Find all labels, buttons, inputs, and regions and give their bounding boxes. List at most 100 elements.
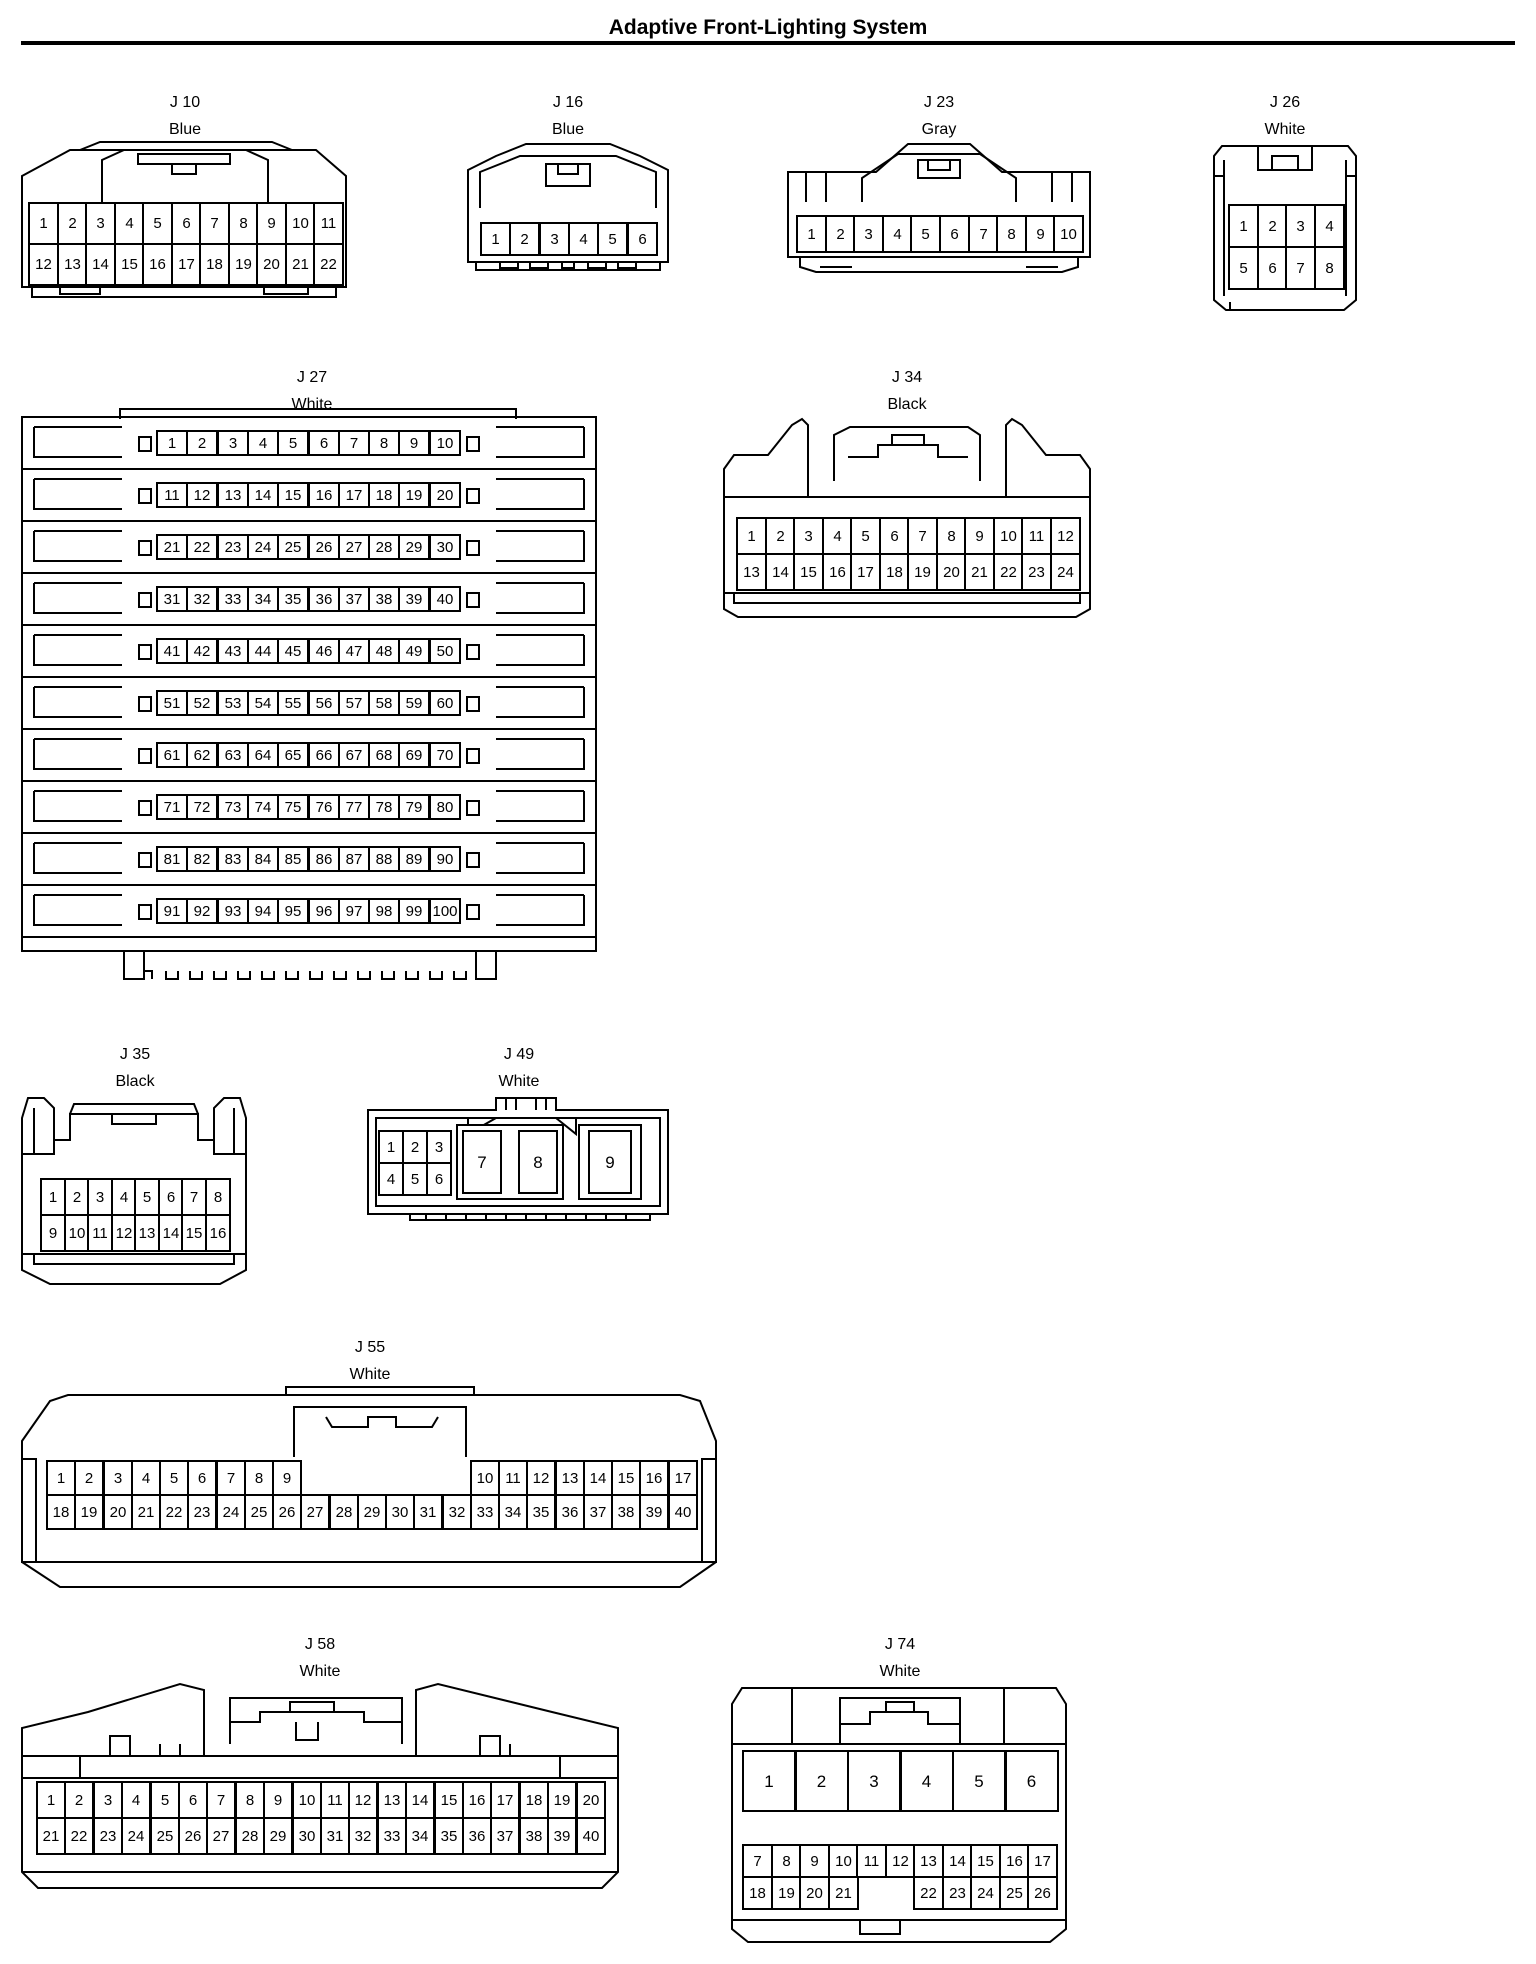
pin-cavity: 86 bbox=[308, 846, 340, 872]
pin-cavity: 63 bbox=[217, 742, 249, 768]
pin-cavity: 3 bbox=[847, 1750, 901, 1812]
pin-cavity: 25 bbox=[244, 1494, 274, 1530]
pin-cavity: 7 bbox=[216, 1460, 246, 1496]
connector-name: J 27 bbox=[296, 369, 328, 386]
pin-cavity: 19 bbox=[74, 1494, 104, 1530]
connector-housing bbox=[730, 1684, 1070, 1949]
pin-cavity: 1 bbox=[480, 222, 511, 256]
pin-cavity: 89 bbox=[398, 846, 430, 872]
pin-cavity: 15 bbox=[277, 482, 309, 508]
pin-cavity: 35 bbox=[526, 1494, 556, 1530]
pin-cavity: 7 bbox=[907, 517, 938, 555]
pin-cavity: 33 bbox=[377, 1817, 407, 1855]
pin-cavity: 13 bbox=[736, 553, 767, 591]
pin-cavity: 2 bbox=[794, 1750, 849, 1812]
pin-cavity: 22 bbox=[313, 243, 344, 286]
pin-cavity: 32 bbox=[186, 586, 218, 612]
connector-name: J 23 bbox=[923, 94, 955, 111]
pin-cavity: 36 bbox=[308, 586, 340, 612]
pin-cavity: 18 bbox=[46, 1494, 76, 1530]
latch-slot bbox=[138, 696, 152, 712]
connector-color: Blue bbox=[551, 121, 585, 138]
pin-cavity: 30 bbox=[429, 534, 461, 560]
pin-cavity: 36 bbox=[555, 1494, 585, 1530]
pin-cavity: 75 bbox=[277, 794, 309, 820]
latch-slot bbox=[138, 436, 152, 452]
connector-name: J 74 bbox=[884, 1636, 916, 1653]
pin-cavity: 8 bbox=[996, 215, 1027, 253]
pin-cavity: 4 bbox=[899, 1750, 954, 1812]
pin-cavity: 95 bbox=[277, 898, 309, 924]
pin-cavity: 28 bbox=[368, 534, 400, 560]
pin-cavity: 4 bbox=[114, 202, 145, 245]
pin-cavity: 3 bbox=[87, 1178, 113, 1216]
pin-cavity: 74 bbox=[247, 794, 279, 820]
latch-slot bbox=[138, 748, 152, 764]
pin-cavity: 17 bbox=[850, 553, 881, 591]
pin-cavity: 4 bbox=[247, 430, 279, 456]
pin-cavity: 15 bbox=[114, 243, 145, 286]
pin-cavity: 45 bbox=[277, 638, 309, 664]
pin-cavity: 9 bbox=[1025, 215, 1056, 253]
pin-cavity: 4 bbox=[568, 222, 599, 256]
connector-name: J 58 bbox=[304, 1636, 336, 1653]
pin-cavity: 1 bbox=[736, 517, 767, 555]
pin-cavity: 12 bbox=[885, 1844, 916, 1878]
pin-cavity: 6 bbox=[1004, 1750, 1059, 1812]
pin-cavity: 88 bbox=[368, 846, 400, 872]
connector-housing bbox=[466, 142, 670, 277]
pin-cavity: 39 bbox=[398, 586, 430, 612]
pin-cavity: 27 bbox=[206, 1817, 236, 1855]
pin-cavity: 99 bbox=[398, 898, 430, 924]
pin-cavity: 19 bbox=[228, 243, 259, 286]
pin-cavity: 20 bbox=[936, 553, 967, 591]
pin-cavity: 18 bbox=[742, 1876, 773, 1910]
connector-name: J 10 bbox=[169, 94, 201, 111]
latch-slot bbox=[466, 904, 480, 920]
pin-cavity: 2 bbox=[186, 430, 218, 456]
pin-cavity: 66 bbox=[308, 742, 340, 768]
latch-slot bbox=[466, 488, 480, 504]
pin-cavity: 93 bbox=[217, 898, 249, 924]
pin-cavity: 25 bbox=[150, 1817, 180, 1855]
pin-cavity: 40 bbox=[668, 1494, 698, 1530]
pin-cavity: 11 bbox=[856, 1844, 887, 1878]
pin-cavity: 78 bbox=[368, 794, 400, 820]
pin-cavity: 17 bbox=[668, 1460, 698, 1496]
connector-housing bbox=[722, 417, 1092, 632]
pin-cavity: 4 bbox=[131, 1460, 161, 1496]
pin-cavity: 27 bbox=[338, 534, 370, 560]
pin-cavity: 5 bbox=[952, 1750, 1006, 1812]
latch-slot bbox=[466, 696, 480, 712]
pin-cavity: 3 bbox=[1285, 204, 1316, 248]
pin-cavity: 82 bbox=[186, 846, 218, 872]
connector-color: White bbox=[879, 1663, 921, 1680]
pin-cavity: 11 bbox=[320, 1781, 350, 1819]
pin-cavity: 23 bbox=[187, 1494, 217, 1530]
pin-cavity: 14 bbox=[942, 1844, 973, 1878]
pin-cavity: 13 bbox=[217, 482, 249, 508]
page-title: Adaptive Front-Lighting System bbox=[608, 16, 928, 39]
pin-cavity: 14 bbox=[85, 243, 116, 286]
pin-cavity: 11 bbox=[156, 482, 188, 508]
connector-color: Gray bbox=[921, 121, 957, 138]
pin-cavity: 31 bbox=[156, 586, 188, 612]
pin-cavity: 68 bbox=[368, 742, 400, 768]
connector-housing bbox=[1210, 142, 1360, 317]
pin-cavity: 54 bbox=[247, 690, 279, 716]
pin-cavity: 6 bbox=[426, 1162, 452, 1196]
latch-slot bbox=[138, 904, 152, 920]
pin-cavity: 1 bbox=[378, 1130, 404, 1164]
pin-cavity: 3 bbox=[426, 1130, 452, 1164]
pin-cavity: 5 bbox=[277, 430, 309, 456]
pin-cavity: 6 bbox=[627, 222, 658, 256]
pin-cavity: 19 bbox=[398, 482, 430, 508]
pin-cavity: 22 bbox=[186, 534, 218, 560]
pin-cavity: 38 bbox=[519, 1817, 549, 1855]
pin-cavity: 5 bbox=[597, 222, 628, 256]
pin-cavity: 11 bbox=[1021, 517, 1052, 555]
